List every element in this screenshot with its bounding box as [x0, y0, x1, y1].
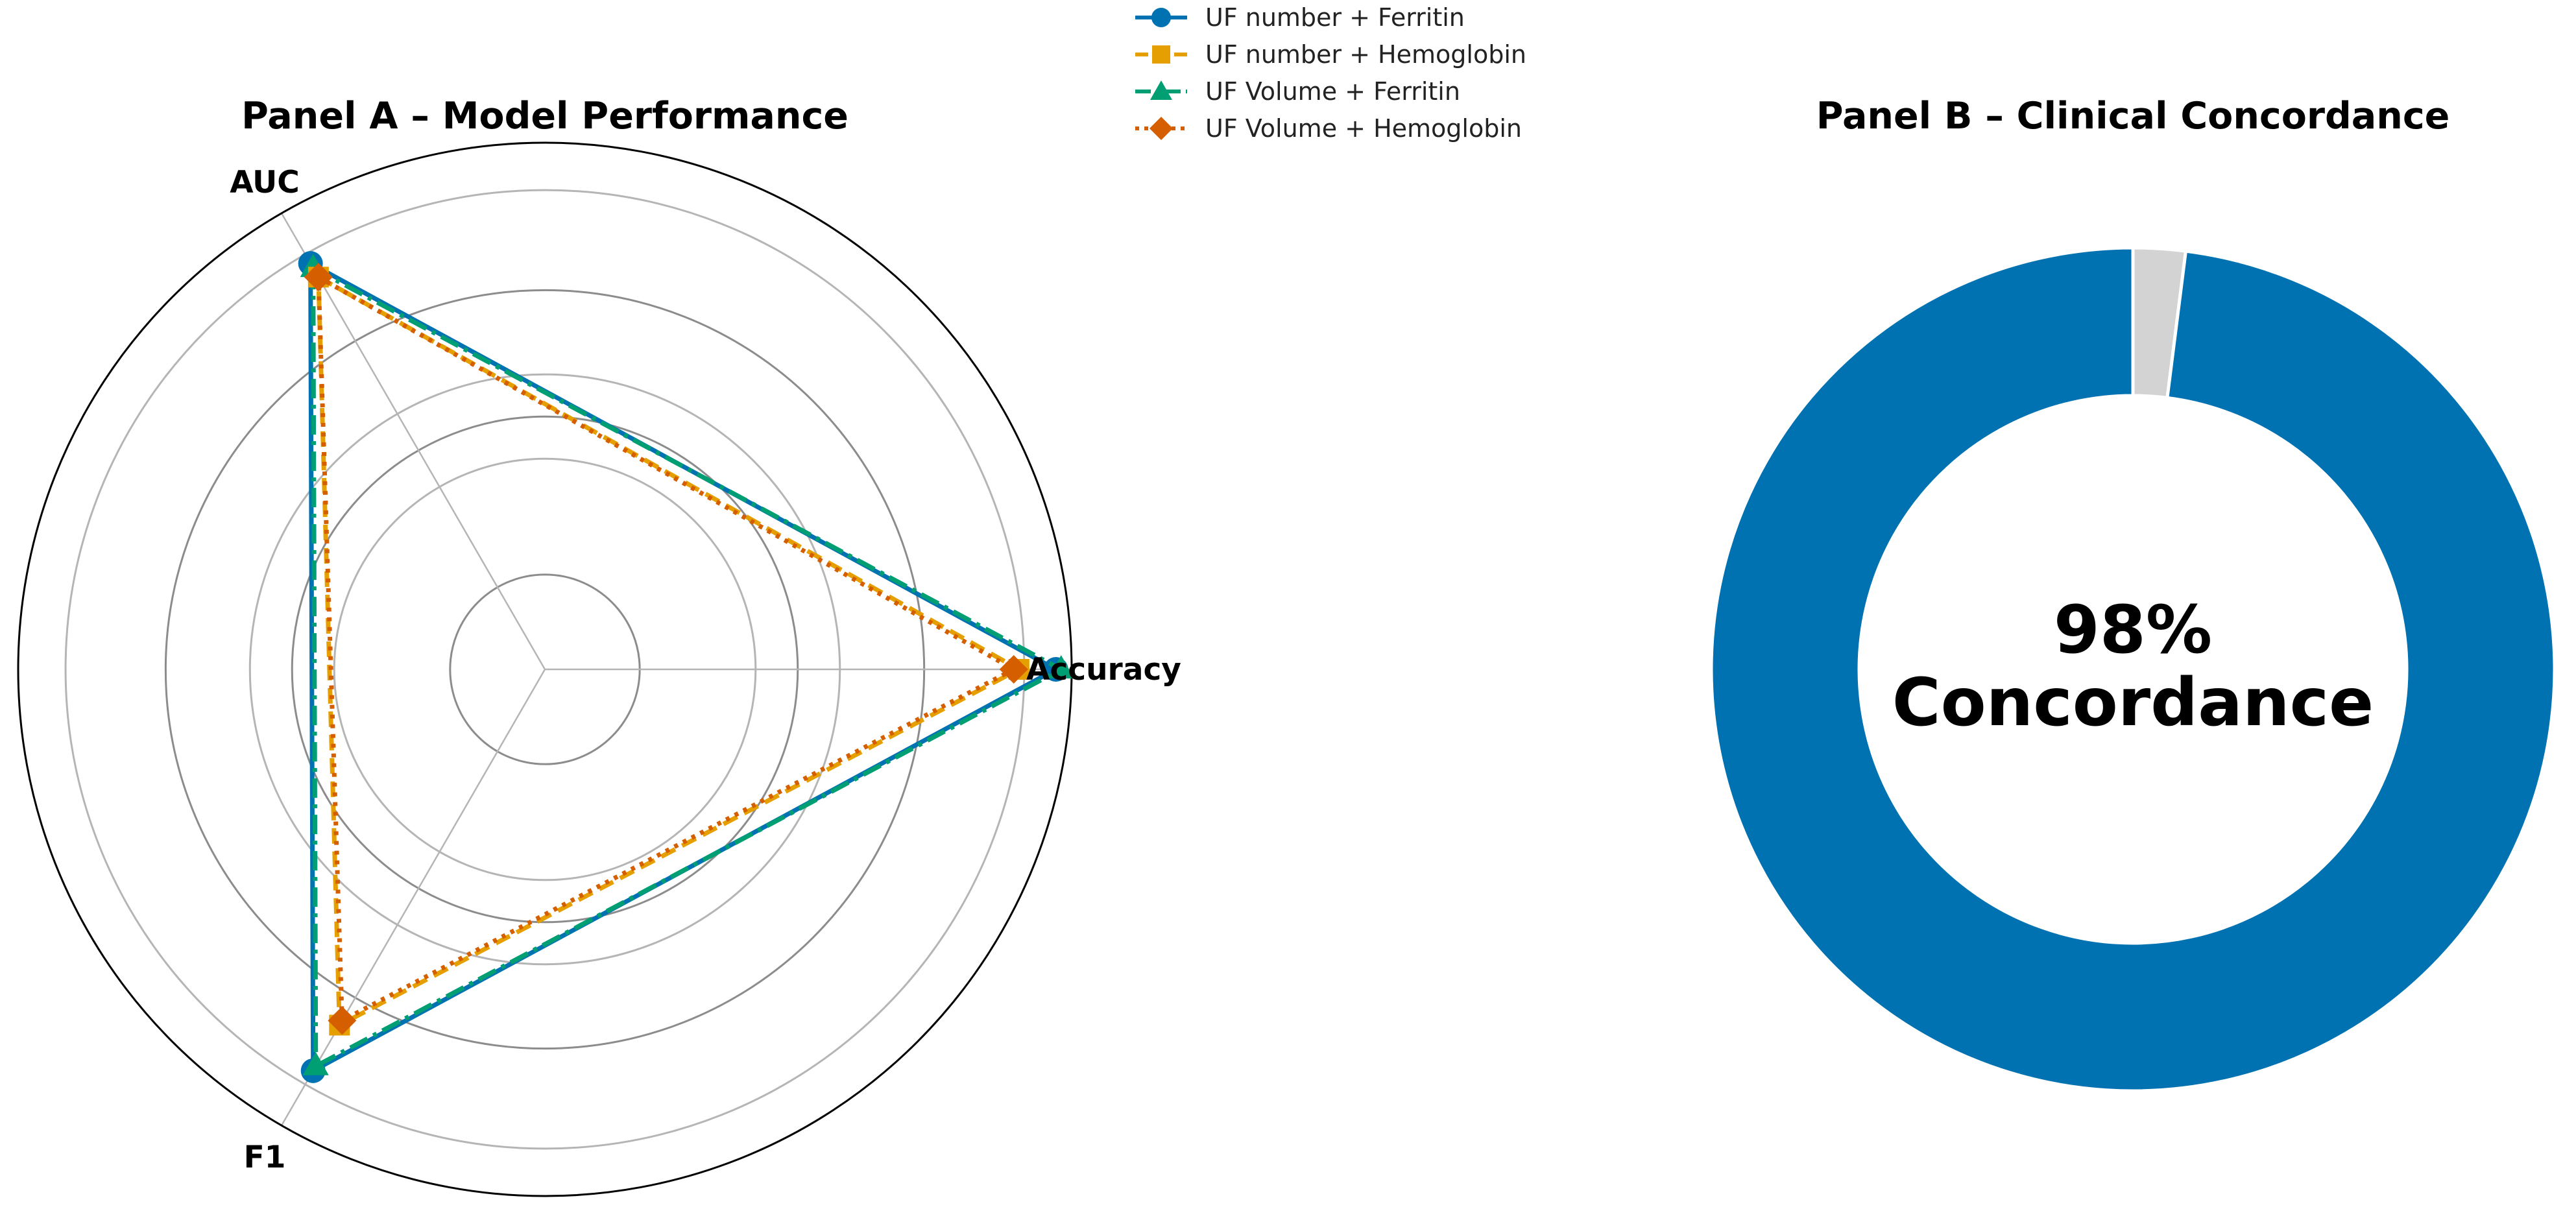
legend-entry-uf-volume-hemoglobin: UF Volume + Hemoglobin	[1135, 114, 1522, 143]
donut-center-label: Concordance	[1892, 664, 2374, 741]
panel-a-radar-chart: Panel A – Model Performance AUC Accuracy…	[17, 95, 1181, 1197]
legend-label: UF Volume + Hemoglobin	[1205, 114, 1522, 143]
panel-b-donut-chart: Panel B – Clinical Concordance 98% Conco…	[1709, 95, 2557, 1093]
radar-spoke	[280, 213, 546, 670]
legend-marker-diamond	[1150, 117, 1173, 140]
radar-spoke	[280, 669, 546, 1126]
axis-label-auc: AUC	[230, 165, 300, 200]
radar-point	[302, 1051, 329, 1075]
radar-point	[999, 655, 1028, 684]
radar-point	[304, 263, 333, 292]
radar-spokes	[280, 213, 1072, 1126]
radar-series	[298, 251, 1074, 1083]
radar-series-line	[316, 274, 1022, 1028]
legend-label: UF number + Ferritin	[1205, 3, 1465, 32]
radar-series-line	[308, 261, 1059, 1073]
axis-label-accuracy: Accuracy	[1026, 652, 1181, 688]
radar-series-line	[316, 274, 1017, 1023]
legend-entry-uf-number-ferritin: UF number + Ferritin	[1135, 3, 1465, 32]
radar-series-line	[311, 265, 1064, 1069]
donut	[1709, 246, 2557, 1093]
legend-marker-square	[1152, 45, 1170, 64]
panel-a-title: Panel A – Model Performance	[241, 95, 849, 138]
legend-label: UF Volume + Ferritin	[1205, 77, 1460, 106]
legend-marker-triangle	[1150, 80, 1172, 100]
donut-slice-concordant	[1709, 246, 2557, 1093]
legend-entry-uf-volume-ferritin: UF Volume + Ferritin	[1135, 77, 1460, 106]
axis-label-f1: F1	[244, 1140, 286, 1175]
radar-frame	[17, 141, 1073, 1197]
legend-entry-uf-number-hemoglobin: UF number + Hemoglobin	[1135, 40, 1526, 69]
panel-b-title: Panel B – Clinical Concordance	[1816, 95, 2450, 138]
legend-label: UF number + Hemoglobin	[1205, 40, 1526, 69]
radar-point	[328, 1006, 357, 1035]
legend: UF number + Ferritin UF number + Hemoglo…	[1135, 3, 1526, 143]
donut-center-percent: 98%	[2054, 592, 2212, 669]
radar-point	[1048, 655, 1074, 678]
legend-marker-circle	[1151, 8, 1171, 27]
